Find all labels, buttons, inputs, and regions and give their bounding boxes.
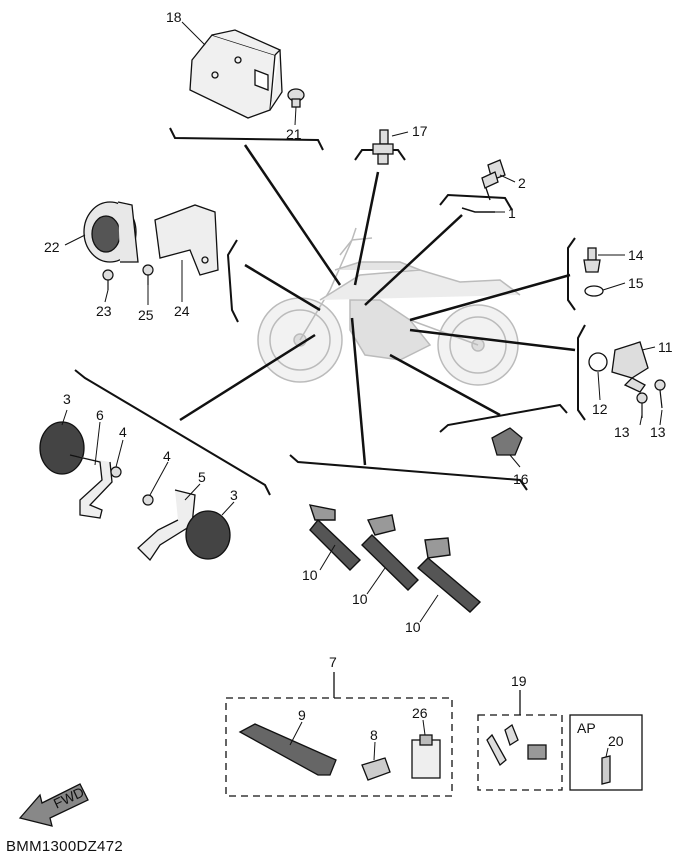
nut-4a xyxy=(110,466,122,478)
callout-12: 12 xyxy=(592,401,608,417)
manual-26 xyxy=(411,734,441,779)
callout-7: 7 xyxy=(329,654,337,670)
ap-box-label: AP xyxy=(577,720,596,736)
callout-13a: 13 xyxy=(614,424,630,440)
bolt-25 xyxy=(142,264,154,285)
callout-4a: 4 xyxy=(119,424,127,440)
callout-14: 14 xyxy=(628,247,644,263)
sensor-11 xyxy=(611,341,649,393)
callout-10b: 10 xyxy=(352,591,368,607)
motorcycle-illustration xyxy=(257,227,521,386)
callout-18: 18 xyxy=(166,9,182,25)
callout-15: 15 xyxy=(628,275,644,291)
horn-22 xyxy=(83,201,139,263)
callout-labels: 18 21 17 2 1 14 15 11 12 13 13 22 23 25 … xyxy=(44,9,673,749)
ignition-coils-10 xyxy=(308,504,482,613)
callout-8: 8 xyxy=(370,727,378,743)
callout-pointers xyxy=(61,21,663,761)
tool-kit-9 xyxy=(238,723,337,776)
callout-10a: 10 xyxy=(302,567,318,583)
callout-26: 26 xyxy=(412,705,428,721)
group-19-box xyxy=(477,714,563,791)
callout-13b: 13 xyxy=(650,424,666,440)
callout-22: 22 xyxy=(44,239,60,255)
bracket-5 xyxy=(137,489,196,562)
sensor-2 xyxy=(481,159,506,201)
callout-20: 20 xyxy=(608,733,624,749)
callout-10c: 10 xyxy=(405,619,421,635)
bracket-24 xyxy=(154,204,219,276)
callout-23: 23 xyxy=(96,303,112,319)
callout-25: 25 xyxy=(138,307,154,323)
bolt-13b xyxy=(654,379,666,409)
callout-16: 16 xyxy=(513,471,529,487)
diagram-code: BMM1300DZ472 xyxy=(6,838,123,855)
washer-15 xyxy=(584,285,604,297)
callout-6: 6 xyxy=(96,407,104,423)
o-ring-12 xyxy=(588,352,608,372)
group-brackets xyxy=(74,127,586,496)
sensor-14 xyxy=(583,247,601,273)
callout-2: 2 xyxy=(518,175,526,191)
leader-lines xyxy=(179,144,576,466)
wrench-8 xyxy=(361,757,391,781)
callout-21: 21 xyxy=(286,126,302,142)
ap-box xyxy=(569,714,643,791)
callout-9: 9 xyxy=(298,707,306,723)
fwd-arrow-icon: FWD xyxy=(18,783,89,827)
callout-5: 5 xyxy=(198,469,206,485)
bolt-21 xyxy=(287,88,305,108)
callout-3a: 3 xyxy=(63,391,71,407)
callout-24: 24 xyxy=(174,303,190,319)
bolt-13a xyxy=(636,392,648,418)
label-20 xyxy=(601,755,611,785)
bolt-23 xyxy=(102,269,114,290)
bracket-6 xyxy=(69,454,113,519)
bracket-18 xyxy=(189,29,283,119)
clip-1 xyxy=(461,207,495,213)
cover-3a xyxy=(39,421,85,475)
callout-4b: 4 xyxy=(163,448,171,464)
callout-11: 11 xyxy=(658,339,673,355)
sensor-17 xyxy=(372,129,394,165)
cover-3b xyxy=(185,510,231,560)
callout-3b: 3 xyxy=(230,487,238,503)
nut-4b xyxy=(142,494,154,506)
callout-1: 1 xyxy=(508,205,516,221)
group-7-box xyxy=(225,697,453,797)
callout-19: 19 xyxy=(511,673,527,689)
key-set-19 xyxy=(486,723,547,767)
callout-17: 17 xyxy=(412,123,428,139)
grommet-16 xyxy=(491,427,523,456)
